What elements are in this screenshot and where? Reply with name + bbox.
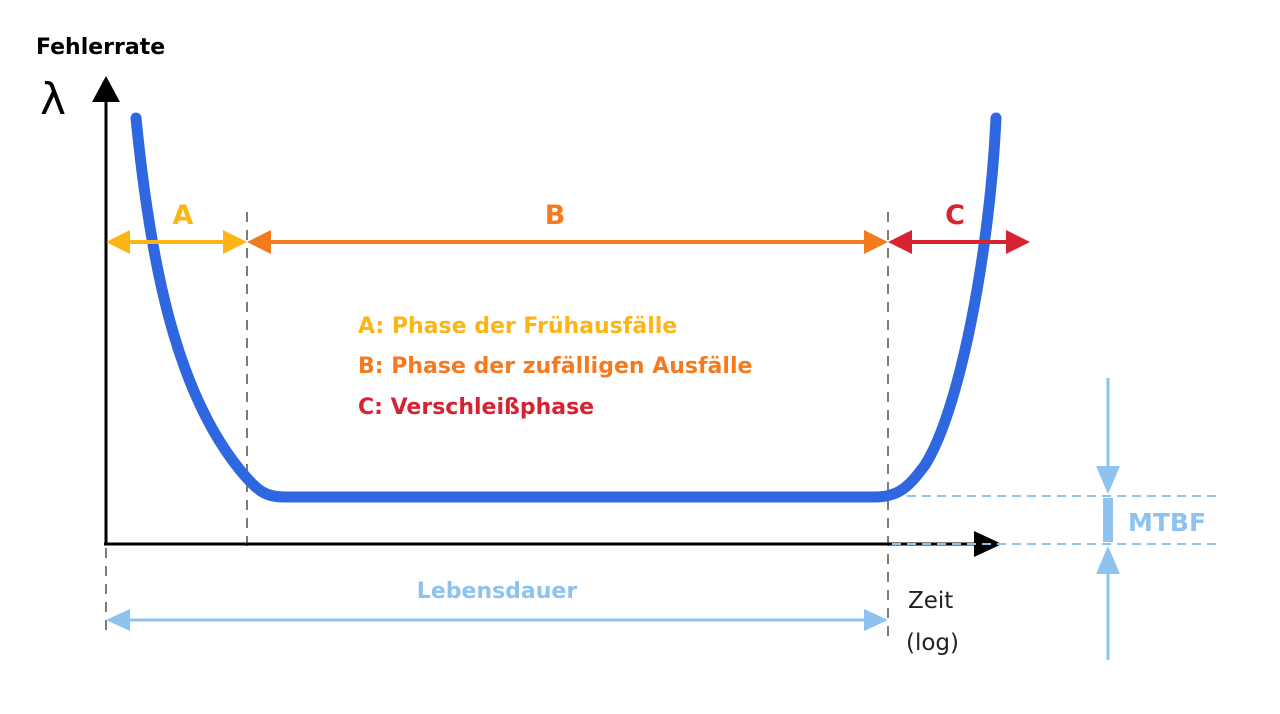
- x-axis-label-log: (log): [906, 630, 959, 656]
- phase-a-description: A: Phase der Frühausfälle: [358, 314, 677, 339]
- phase-a-arrow: [106, 230, 247, 254]
- phase-c-letter: C: [945, 200, 965, 231]
- mtbf-indicator: [1096, 378, 1120, 660]
- lifetime-label: Lebensdauer: [417, 579, 578, 604]
- phase-a-letter: A: [173, 200, 194, 231]
- y-axis-symbol: λ: [40, 74, 66, 125]
- phase-c-description: C: Verschleißphase: [358, 395, 594, 420]
- lifetime-arrow: [106, 609, 888, 631]
- phase-b-letter: B: [545, 200, 566, 231]
- x-axis-label-time: Zeit: [908, 588, 953, 614]
- bathtub-curve: [130, 112, 1002, 503]
- phase-b-arrow: [247, 230, 888, 254]
- phase-b-description: B: Phase der zufälligen Ausfälle: [358, 354, 752, 379]
- phase-c-arrow: [888, 230, 1030, 254]
- mtbf-label: MTBF: [1128, 508, 1206, 537]
- y-axis-arrowhead: [92, 76, 120, 102]
- y-axis-label: Fehlerrate: [36, 35, 165, 60]
